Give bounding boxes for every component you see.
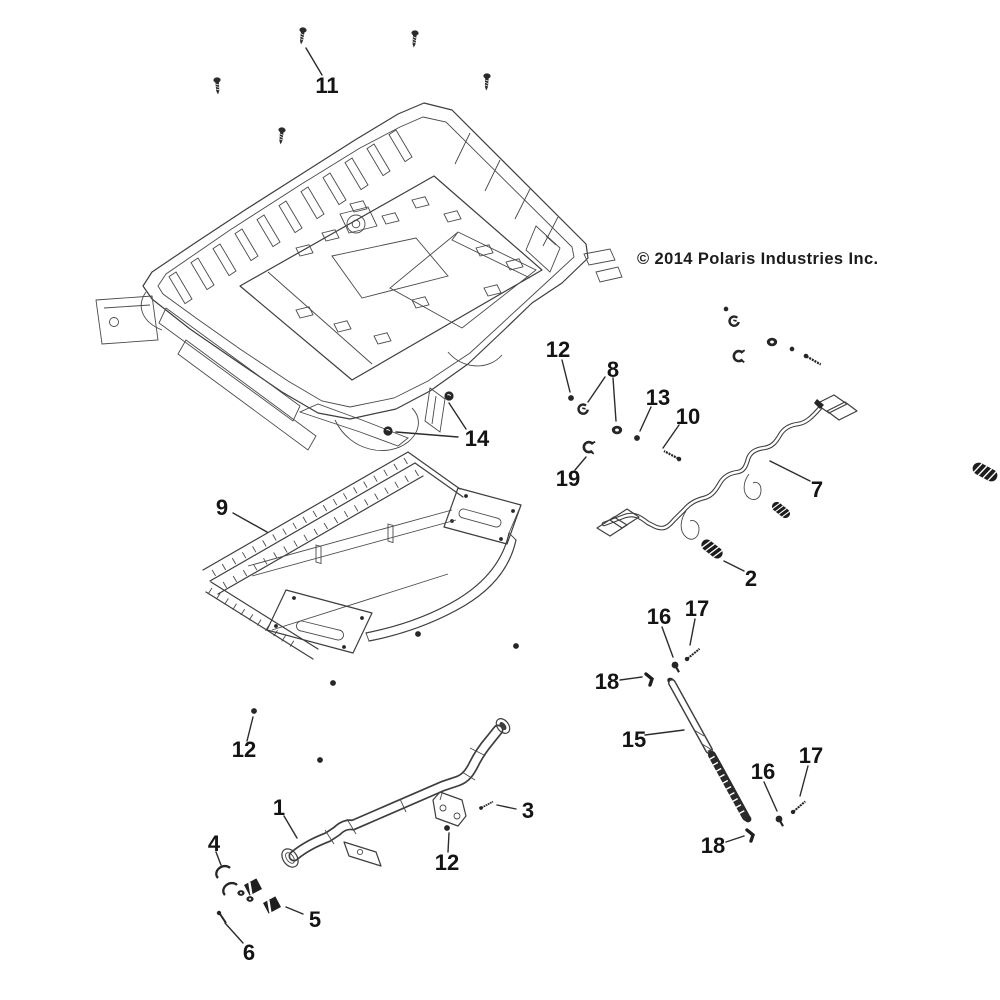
frame-panel-drawing — [202, 451, 522, 660]
callout-12-label: 12 — [232, 737, 256, 762]
callout-15-label: 15 — [622, 727, 646, 752]
leader-lines — [215, 47, 811, 944]
gas-strut-drawing — [667, 660, 752, 823]
callout-12-label: 12 — [435, 850, 459, 875]
callout-1-label: 1 — [273, 795, 285, 820]
callout-2-label: 2 — [745, 566, 757, 591]
callout-16-label: 16 — [751, 759, 775, 784]
callout-13-label: 13 — [646, 385, 670, 410]
cargo-box-drawing — [95, 102, 623, 451]
callout-18-label: 18 — [701, 833, 725, 858]
callout-4-label: 4 — [208, 831, 221, 856]
callout-6-label: 6 — [243, 940, 255, 965]
spring-parts — [698, 459, 1000, 562]
callout-17-label: 17 — [685, 596, 709, 621]
callout-16-label: 16 — [647, 604, 671, 629]
callout-5-label: 5 — [309, 907, 321, 932]
callout-12-label: 12 — [546, 337, 570, 362]
latch-rod-drawing — [596, 394, 858, 540]
callout-9-label: 9 — [216, 495, 228, 520]
callout-18-label: 18 — [595, 669, 619, 694]
support-tube-drawing — [281, 718, 511, 868]
callout-14-label: 14 — [465, 426, 490, 451]
callout-3-label: 3 — [522, 798, 534, 823]
callout-labels: 11 12 8 13 10 19 7 2 9 14 16 17 18 15 16… — [208, 73, 823, 965]
callout-11-label: 11 — [315, 73, 338, 98]
callout-8-label: 8 — [607, 357, 619, 382]
callout-7-label: 7 — [811, 477, 823, 502]
callout-10-label: 10 — [676, 404, 700, 429]
callout-19-label: 19 — [556, 466, 580, 491]
callout-17-label: 17 — [799, 743, 823, 768]
box-mounting-screws — [212, 26, 492, 146]
copyright-text: © 2014 Polaris Industries Inc. — [637, 250, 879, 268]
hardware-small-parts — [215, 306, 823, 924]
